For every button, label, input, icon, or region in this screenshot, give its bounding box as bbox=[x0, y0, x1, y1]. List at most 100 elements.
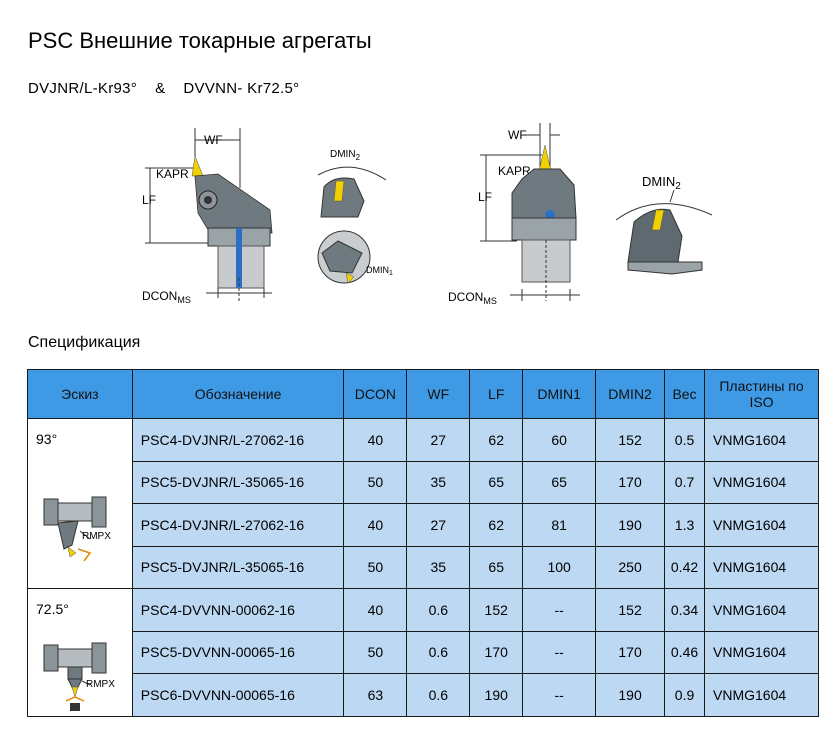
cell-designation: PSC4-DVJNR/L-27062-16 bbox=[131, 503, 345, 547]
cell-weight: 0.9 bbox=[664, 673, 706, 717]
cell-dmin2: 152 bbox=[595, 588, 666, 632]
cell-dmin1: -- bbox=[522, 673, 597, 717]
lf-label-2: LF bbox=[478, 190, 492, 204]
cell-wf: 27 bbox=[406, 503, 471, 547]
cell-dmin1: -- bbox=[522, 630, 597, 674]
kapr-label: KAPR bbox=[156, 167, 189, 181]
cell-wf: 0.6 bbox=[406, 673, 471, 717]
cell-dcon: 40 bbox=[343, 588, 408, 632]
cell-insert: VNMG1604 bbox=[704, 545, 819, 589]
table-row: 72.5° RMPX PSC4-DVVNN-00062-16 40 0.6 15… bbox=[27, 588, 819, 717]
ms-subscript-2: MS bbox=[483, 296, 497, 306]
cell-lf: 65 bbox=[469, 460, 524, 504]
cell-dmin2: 170 bbox=[595, 460, 666, 504]
header-dmin2: DMIN2 bbox=[595, 369, 666, 419]
table-header-row: Эскиз Обозначение DCON WF LF DMIN1 DMIN2… bbox=[27, 369, 819, 419]
cell-dcon: 63 bbox=[343, 673, 408, 717]
cell-weight: 0.42 bbox=[664, 545, 706, 589]
cell-insert: VNMG1604 bbox=[704, 460, 819, 504]
cell-dmin2: 190 bbox=[595, 503, 666, 547]
ms-subscript: MS bbox=[177, 295, 191, 305]
header-designation: Обозначение bbox=[131, 369, 345, 419]
header-dmin1: DMIN1 bbox=[522, 369, 597, 419]
cell-wf: 35 bbox=[406, 460, 471, 504]
subtitle: DVJNR/L-Kr93°&DVVNN- Kr72.5° bbox=[28, 80, 299, 97]
cell-dmin1: 60 bbox=[522, 418, 597, 462]
cell-designation: PSC4-DVVNN-00062-16 bbox=[131, 588, 345, 632]
table-row: PSC5-DVJNR/L-35065-16 50 35 65 100 250 0… bbox=[28, 545, 819, 589]
cell-weight: 0.34 bbox=[664, 588, 706, 632]
cell-designation: PSC5-DVJNR/L-35065-16 bbox=[131, 545, 345, 589]
spec-table: Эскиз Обозначение DCON WF LF DMIN1 DMIN2… bbox=[27, 369, 819, 717]
dcon-label-text: DCON bbox=[142, 289, 177, 303]
dmin2-detail-diagram: DMIN2 bbox=[615, 174, 713, 275]
cell-wf: 27 bbox=[406, 418, 471, 462]
cell-weight: 0.7 bbox=[664, 460, 706, 504]
cell-dmin2: 190 bbox=[595, 673, 666, 717]
wf-label: WF bbox=[204, 133, 223, 147]
dcon-label: DCONMS bbox=[142, 289, 191, 305]
cell-wf: 0.6 bbox=[406, 588, 471, 632]
cell-designation: PSC6-DVVNN-00065-16 bbox=[131, 673, 345, 717]
cell-designation: PSC5-DVVNN-00065-16 bbox=[131, 630, 345, 674]
sketch-cell-93: 93° RMPX bbox=[27, 418, 133, 589]
dmin-detail-diagram: DMIN2 DMIN1 bbox=[317, 149, 393, 284]
cell-dmin1: 81 bbox=[522, 503, 597, 547]
cell-insert: VNMG1604 bbox=[704, 503, 819, 547]
table-row: PSC5-DVVNN-00065-16 50 0.6 170 -- 170 0.… bbox=[28, 630, 819, 674]
header-weight: Вес bbox=[664, 369, 706, 419]
cell-lf: 65 bbox=[469, 545, 524, 589]
subtitle-left: DVJNR/L-Kr93° bbox=[28, 80, 138, 97]
cell-dcon: 40 bbox=[343, 503, 408, 547]
sketch-93-icon: RMPX bbox=[43, 496, 111, 562]
kapr-label-2: KAPR bbox=[498, 164, 531, 178]
dcon-label-text-2: DCON bbox=[448, 290, 483, 304]
table-row: PSC5-DVJNR/L-35065-16 50 35 65 65 170 0.… bbox=[28, 460, 819, 504]
sketch-cell-72-5: 72.5° RMPX bbox=[27, 588, 133, 717]
cell-dmin2: 152 bbox=[595, 418, 666, 462]
cell-lf: 152 bbox=[469, 588, 524, 632]
dmin2-label-text-2: DMIN bbox=[642, 174, 675, 189]
dmin2-label: DMIN2 bbox=[330, 149, 361, 162]
cell-dcon: 50 bbox=[343, 545, 408, 589]
cell-designation: PSC4-DVJNR/L-27062-16 bbox=[131, 418, 345, 462]
dmin1-subscript: 1 bbox=[389, 270, 393, 277]
rmpx-label: RMPX bbox=[82, 531, 111, 542]
spec-heading: Спецификация bbox=[28, 334, 141, 351]
cell-wf: 35 bbox=[406, 545, 471, 589]
sketch-72-5-icon: RMPX bbox=[43, 642, 115, 711]
header-wf: WF bbox=[406, 369, 471, 419]
dmin2-label-text: DMIN bbox=[330, 149, 356, 160]
cell-insert: VNMG1604 bbox=[704, 673, 819, 717]
dmin2-subscript: 2 bbox=[356, 153, 361, 162]
cell-dmin1: 65 bbox=[522, 460, 597, 504]
cell-weight: 1.3 bbox=[664, 503, 706, 547]
cell-dcon: 50 bbox=[343, 630, 408, 674]
rmpx-label-2: RMPX bbox=[86, 679, 115, 690]
table-row: PSC4-DVJNR/L-27062-16 40 27 62 81 190 1.… bbox=[28, 503, 819, 547]
subtitle-amp: & bbox=[155, 80, 166, 97]
page-title: PSC Внешние токарные агрегаты bbox=[28, 28, 372, 53]
cell-weight: 0.46 bbox=[664, 630, 706, 674]
wf-label-2: WF bbox=[508, 128, 527, 142]
cell-dmin1: 100 bbox=[522, 545, 597, 589]
dmin1-label-text: DMIN bbox=[366, 265, 389, 275]
cell-lf: 62 bbox=[469, 418, 524, 462]
cell-lf: 62 bbox=[469, 503, 524, 547]
cell-designation: PSC5-DVJNR/L-35065-16 bbox=[131, 460, 345, 504]
cell-dmin2: 170 bbox=[595, 630, 666, 674]
cell-insert: VNMG1604 bbox=[704, 630, 819, 674]
header-sketch: Эскиз bbox=[27, 369, 133, 419]
cell-dmin2: 250 bbox=[595, 545, 666, 589]
dvvnn-tool-diagram: WF LF KAPR DCONMS bbox=[448, 123, 580, 306]
angle-label: 93° bbox=[36, 431, 58, 447]
dcon-label-2: DCONMS bbox=[448, 290, 497, 306]
table-row: 93° RMPX PSC4-DVJNR/L-27062-16 40 27 62 … bbox=[27, 418, 819, 589]
lf-label: LF bbox=[142, 193, 156, 207]
header-iso-inserts: Пластины по ISO bbox=[704, 369, 819, 419]
dmin2-label-2: DMIN2 bbox=[642, 174, 681, 192]
dmin1-label: DMIN1 bbox=[366, 265, 393, 277]
dvjnr-tool-diagram: WF LF KAPR DCONMS bbox=[142, 128, 273, 305]
cell-dcon: 40 bbox=[343, 418, 408, 462]
cell-wf: 0.6 bbox=[406, 630, 471, 674]
